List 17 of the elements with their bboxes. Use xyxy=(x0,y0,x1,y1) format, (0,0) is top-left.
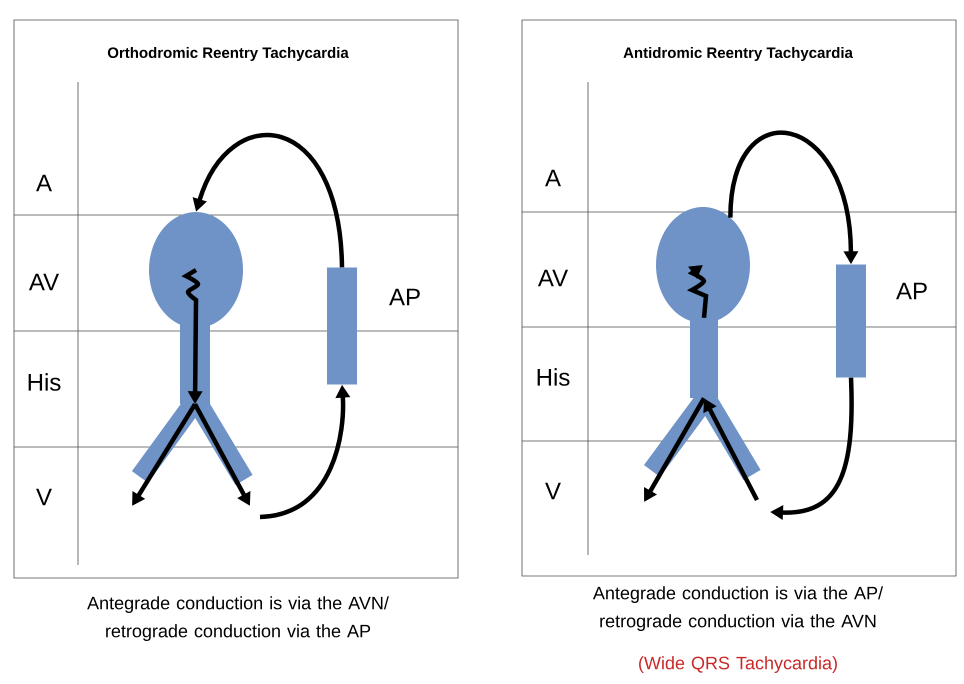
his-bundle-bar xyxy=(690,318,718,398)
note-text: (Wide QRS Tachycardia) xyxy=(639,656,837,673)
row-label: A xyxy=(36,174,52,192)
row-label: AV xyxy=(538,270,568,286)
note-text: Antegrade conduction is via the AP/ retrograde conduction via the AVN xyxy=(592,586,884,631)
av-node-ellipse xyxy=(656,207,750,323)
row-label: V xyxy=(545,482,561,500)
row-label: V xyxy=(36,488,52,506)
arrow xyxy=(688,265,708,318)
av-node-ellipse xyxy=(149,212,243,328)
bar-label: AP xyxy=(389,288,420,306)
row-label: A xyxy=(545,170,561,186)
row-label: His xyxy=(538,368,570,386)
row-label: His xyxy=(28,373,60,391)
row-label: AV xyxy=(28,274,60,290)
bar-label: AP xyxy=(896,282,927,300)
note-text: Antegrade conduction is via the AVN/ retrograde conduction via the AP xyxy=(87,596,389,641)
